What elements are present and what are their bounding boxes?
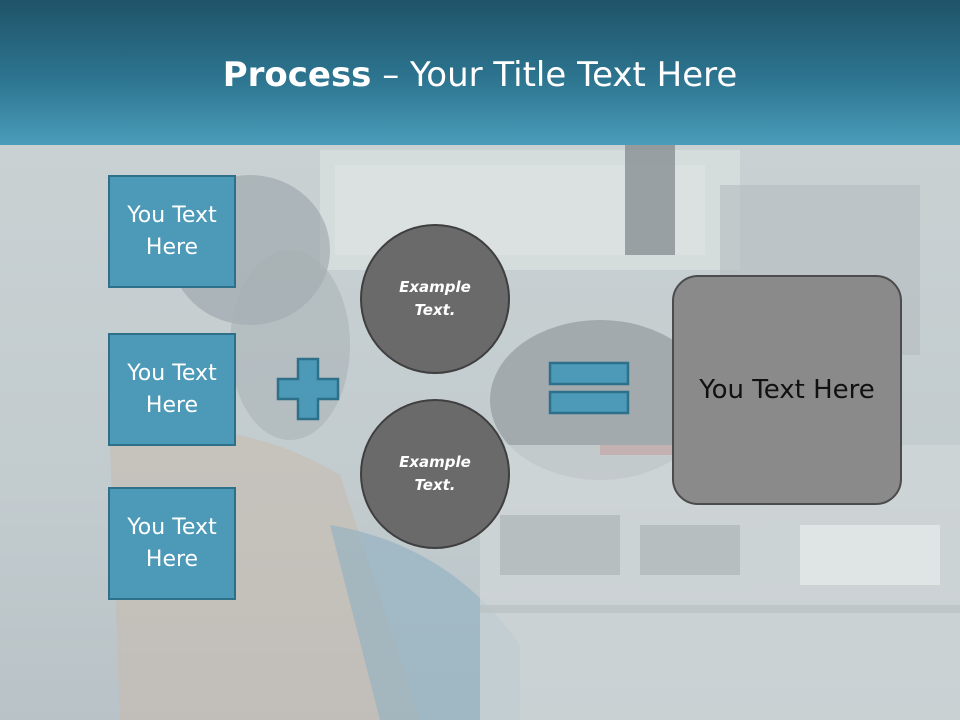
example-circle-2-label: Example Text. [399, 453, 471, 494]
example-circle-1[interactable]: Example Text. [360, 224, 510, 374]
title-bar: Process – Your Title Text Here [0, 0, 960, 145]
example-circle-2[interactable]: Example Text. [360, 399, 510, 549]
text-box-2-label: You Text Here [127, 360, 217, 418]
title-rest: – Your Title Text Here [371, 55, 738, 95]
example-circle-1-label: Example Text. [399, 278, 471, 319]
text-box-2[interactable]: You Text Here [108, 333, 236, 446]
text-box-1-label: You Text Here [127, 202, 217, 260]
equals-icon [548, 361, 630, 415]
plus-icon [276, 357, 340, 421]
result-box-label: You Text Here [699, 375, 875, 405]
text-box-3-label: You Text Here [127, 514, 217, 572]
result-box[interactable]: You Text Here [672, 275, 902, 505]
slide-title: Process – Your Title Text Here [0, 52, 960, 98]
title-bold: Process [222, 55, 372, 95]
text-box-3[interactable]: You Text Here [108, 487, 236, 600]
text-box-1[interactable]: You Text Here [108, 175, 236, 288]
